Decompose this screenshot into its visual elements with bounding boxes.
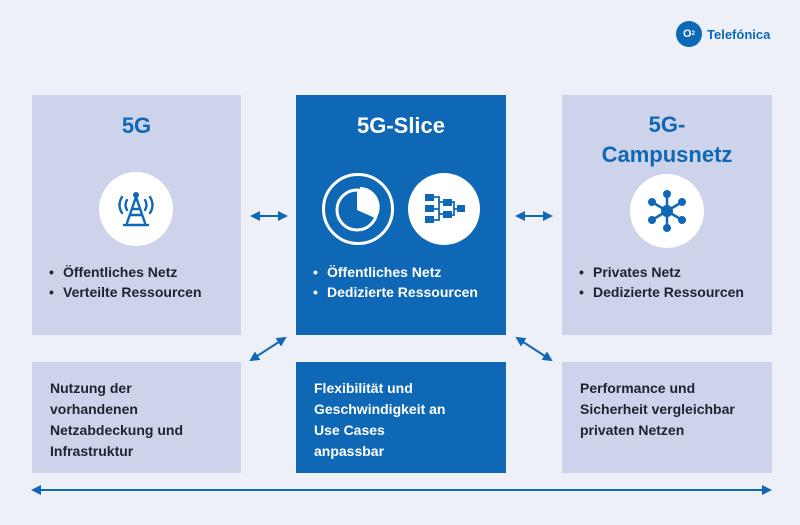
hub-network-icon: [630, 174, 704, 248]
bottom-text-5g: Nutzung der vorhandenen Netzabdeckung un…: [50, 380, 184, 459]
bullet-item: Öffentliches Netz: [49, 262, 234, 282]
antenna-tower-icon: [99, 172, 173, 246]
title-5g-campusnetz: 5G- Campusnetz: [562, 110, 772, 170]
bottom-text-5g-slice: Flexibilität und Geschwindigkeit an Use …: [314, 380, 446, 459]
bullet-item: Dedizierte Ressourcen: [313, 282, 498, 302]
title-5g: 5G: [121, 113, 152, 138]
logo-text: Telefónica: [707, 26, 771, 42]
bullets-5g: Öffentliches Netz Verteilte Ressourcen: [49, 262, 234, 302]
box-5g-campusnetz: 5G- Campusnetz Privates Netz Dedizierte …: [562, 95, 772, 335]
bullets-5g-campusnetz: Privates Netz Dedizierte Ressourcen: [579, 262, 764, 302]
network-slice-icon: [408, 173, 480, 245]
diagonal-arrow-right: [515, 336, 553, 362]
bottom-box-5g-campusnetz: Performance und Sicherheit vergleichbar …: [562, 362, 772, 473]
bullet-item: Privates Netz: [579, 262, 764, 282]
bullet-item: Öffentliches Netz: [313, 262, 498, 282]
pie-chart-icon: [322, 173, 394, 245]
title-5g-slice: 5G-Slice: [356, 113, 446, 138]
bottom-box-5g: Nutzung der vorhandenen Netzabdeckung un…: [32, 362, 241, 473]
box-5g-slice: 5G-Slice Öffentliches Netz Dedizierte Re…: [296, 95, 506, 335]
bottom-text-5g-campusnetz: Performance und Sicherheit vergleichbar …: [580, 380, 735, 438]
title-line: Campusnetz: [601, 142, 733, 167]
diagonal-arrow-left: [249, 336, 287, 362]
box-5g: 5G Öffentliches Netz Verteilte Ressource…: [32, 95, 241, 335]
bullet-item: Verteilte Ressourcen: [49, 282, 234, 302]
bullet-item: Dedizierte Ressourcen: [579, 282, 764, 302]
bottom-box-5g-slice: Flexibilität und Geschwindigkeit an Use …: [296, 362, 506, 473]
bullets-5g-slice: Öffentliches Netz Dedizierte Ressourcen: [313, 262, 498, 302]
title-line: 5G-: [648, 112, 686, 137]
